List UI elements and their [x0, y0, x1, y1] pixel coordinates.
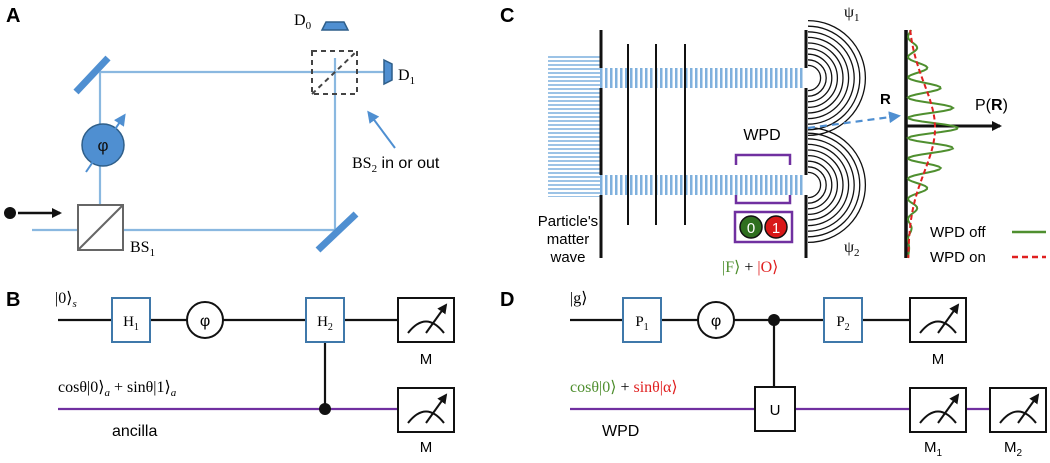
p-axis-label: P(R) — [975, 97, 1008, 114]
bs1-diagonal — [77, 204, 124, 251]
panel-b-label: B — [6, 289, 20, 311]
meter-m2-label: M2 — [1004, 439, 1023, 459]
phase-gate-symbol: φ — [200, 313, 210, 330]
path-beam-bottom — [600, 175, 805, 195]
matter-wave-line1: Particle's — [538, 213, 598, 230]
unitary-gate — [754, 386, 796, 432]
wavefront-lower-4 — [807, 154, 838, 216]
incoming-matter-wave — [548, 55, 600, 197]
panel-a-label: A — [6, 5, 20, 27]
bs2-label: BS2 in or out — [352, 155, 440, 175]
wavefront-lower-6 — [807, 143, 850, 227]
wavefront-lower-1 — [807, 171, 822, 199]
meter-top-label: M — [420, 351, 433, 368]
meter-m1-label: M1 — [924, 439, 943, 459]
bs2-diagonal — [311, 50, 358, 95]
wavefront-upper-4 — [807, 47, 838, 109]
detector-d0 — [320, 21, 350, 31]
wavefront-lower-2 — [807, 166, 827, 204]
gate-h2 — [305, 297, 345, 343]
detector-d0-label: D0 — [294, 12, 312, 32]
legend-on-label: WPD on — [930, 249, 986, 266]
bs2-dashed-cube — [311, 50, 358, 95]
gate-p1-label: P1 — [635, 314, 648, 333]
legend-off-label: WPD off — [930, 224, 986, 241]
wavefront-upper-7 — [807, 31, 855, 125]
wavefront-lower-8 — [807, 132, 861, 238]
gate-p2 — [823, 297, 863, 343]
particle-dot — [4, 207, 16, 219]
phase-symbol: φ — [97, 136, 108, 155]
wpd-label: WPD — [743, 127, 780, 144]
ancilla-state: cosθ|0⟩a + sinθ|1⟩a — [58, 379, 177, 399]
wavefront-lower-7 — [807, 138, 855, 232]
phase-gate-d — [697, 301, 735, 339]
system-input-state: |0⟩s — [55, 290, 77, 310]
gate-h1-label: H1 — [123, 314, 139, 333]
path-beam-top — [600, 68, 805, 88]
wpd-wire-label: WPD — [602, 423, 639, 440]
wavefront-upper-5 — [807, 42, 844, 114]
meter-m2 — [989, 387, 1047, 433]
phase-gate-symbol-d: φ — [711, 313, 721, 330]
wpd-bracket — [734, 153, 792, 165]
ancilla-label: ancilla — [112, 423, 157, 440]
wavefront-upper-1 — [807, 64, 822, 92]
wavefront-upper-3 — [807, 53, 833, 103]
psi2-label: ψ2 — [844, 239, 860, 259]
unitary-label: U — [770, 402, 781, 419]
wpd-bracket-lower — [734, 195, 792, 205]
meter-m1 — [909, 387, 967, 433]
wpd-state-d: cosθ|0⟩ + sinθ|α⟩ — [570, 379, 678, 396]
mirror-bottom-right — [315, 211, 359, 253]
gate-h2-label: H2 — [317, 314, 333, 333]
diffraction-wavefronts — [807, 19, 866, 244]
wavefront-upper-9 — [807, 19, 866, 137]
phase-tunable-arrow — [85, 113, 126, 173]
panel-c: C ψ1 ψ2 WPD 0 1 |F⟩ + |O⟩ Particle — [500, 4, 1046, 276]
panel-d: D |g⟩ P1 φ P2 M cosθ|0⟩ + sinθ|α⟩ WPD U … — [500, 289, 1047, 459]
meter-top-label-d: M — [932, 351, 945, 368]
wavefront-upper-8 — [807, 25, 861, 131]
bit-zero-circle — [739, 215, 763, 239]
r-label: R — [880, 91, 891, 108]
mirror-top-left — [73, 55, 111, 95]
matter-wave-line2: matter — [547, 231, 590, 248]
gate-p1 — [622, 297, 662, 343]
bit-one-circle — [764, 215, 788, 239]
psi1-label: ψ1 — [844, 4, 860, 24]
panel-c-label: C — [500, 5, 514, 27]
matter-wave-line3: wave — [549, 249, 585, 266]
bs1-label: BS1 — [130, 239, 155, 259]
detector-d1 — [383, 58, 393, 86]
meter-bottom — [397, 387, 455, 433]
wavefront-upper-2 — [807, 59, 827, 97]
control-dot — [319, 403, 331, 415]
detector-d1-label: D1 — [398, 67, 415, 87]
bs2-pointer-arrow — [367, 110, 396, 149]
wavefront-lower-9 — [807, 126, 866, 244]
r-arrow — [807, 111, 901, 130]
meter-top-d — [909, 297, 967, 343]
control-dot-d — [768, 314, 780, 326]
system-input-state-d: |g⟩ — [570, 290, 587, 307]
phase-gate — [186, 301, 224, 339]
wavefront-upper-6 — [807, 36, 850, 120]
distribution-wpd-off — [906, 29, 960, 259]
gate-h1 — [111, 297, 151, 343]
panel-b: B |0⟩s H1 φ H2 M cosθ|0⟩a + sinθ|1⟩a anc… — [6, 289, 455, 456]
phase-shifter — [81, 123, 125, 167]
panel-a: A BS1 φ D0 D1 BS2 in or out — [4, 5, 440, 259]
wavefront-lower-3 — [807, 160, 833, 210]
wpd-state: |F⟩ + |O⟩ — [722, 259, 778, 276]
bit-zero-label: 0 — [747, 220, 755, 237]
panel-d-label: D — [500, 289, 514, 311]
wavefront-lower-5 — [807, 149, 844, 221]
bit-one-label: 1 — [772, 220, 780, 237]
meter-top — [397, 297, 455, 343]
meter-bottom-label: M — [420, 439, 433, 456]
gate-p2-label: P2 — [836, 314, 849, 333]
